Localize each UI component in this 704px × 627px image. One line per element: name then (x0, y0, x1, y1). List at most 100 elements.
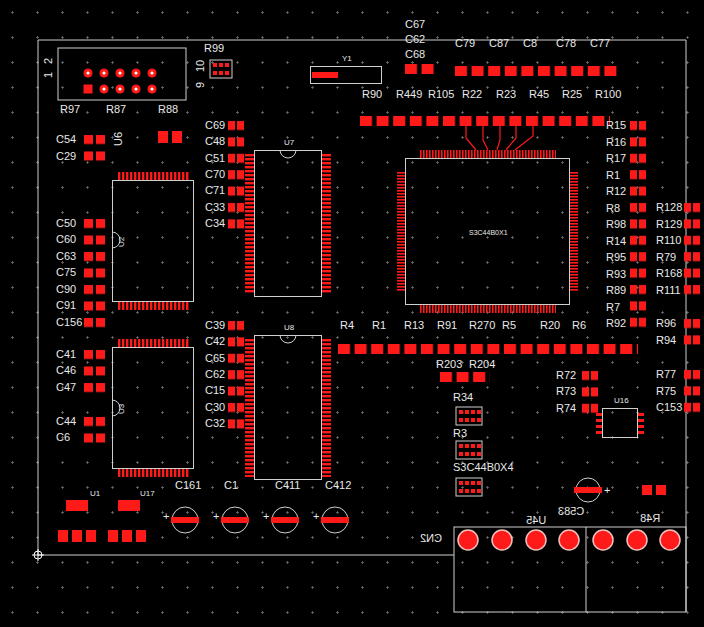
silkscreen-label: C47 (56, 381, 76, 394)
silkscreen-label: C68 (405, 48, 425, 61)
silkscreen-label: C39 (205, 319, 225, 332)
silkscreen-label: R16 (606, 136, 626, 149)
silkscreen-label: CN2 (420, 532, 442, 545)
silkscreen-label: C75 (56, 266, 76, 279)
ic-outline: U16 (602, 408, 638, 438)
silkscreen-label: U6 (112, 132, 125, 146)
silkscreen-label: + (604, 484, 610, 497)
silkscreen-label: C30 (205, 401, 225, 414)
silkscreen-label: R128 (656, 201, 682, 214)
electrolytic-capacitors (171, 478, 602, 533)
ic-designator: U8 (284, 323, 294, 332)
silkscreen-label: C50 (56, 217, 76, 230)
silkscreen-label: R100 (595, 88, 621, 101)
ic-outline: U8 (254, 335, 322, 480)
silkscreen-label: R48 (640, 512, 660, 525)
silkscreen-label: R204 (469, 358, 495, 371)
silkscreen-label: R72 (556, 369, 576, 382)
silkscreen-label: C51 (205, 152, 225, 165)
silkscreen-label: C32 (205, 417, 225, 430)
ic-designator: U3 (117, 404, 126, 414)
silkscreen-label: + (313, 510, 319, 523)
silkscreen-label: + (163, 510, 169, 523)
silkscreen-label: R7 (606, 301, 620, 314)
silkscreen-label: C62 (205, 368, 225, 381)
silkscreen-label: R98 (606, 218, 626, 231)
silkscreen-label: 2 (42, 58, 55, 64)
silkscreen-label: C153 (656, 401, 682, 414)
silkscreen-label: C70 (205, 168, 225, 181)
silkscreen-label: R4 (340, 319, 354, 332)
ic-outline: U3 (112, 347, 194, 469)
silkscreen-label: C77 (590, 37, 610, 50)
silkscreen-label: R20 (540, 319, 560, 332)
ic-designator: U2 (117, 237, 126, 247)
silkscreen-label: R77 (656, 368, 676, 381)
ic-pins (112, 72, 644, 477)
silkscreen-label: R23 (496, 88, 516, 101)
silkscreen-label: C15 (205, 384, 225, 397)
ic-designator: Y1 (342, 54, 352, 63)
silkscreen-label: C156 (56, 316, 82, 329)
silkscreen-label: R25 (562, 88, 582, 101)
silkscreen-label: C29 (56, 150, 76, 163)
silkscreen-label: U17 (140, 489, 155, 499)
silkscreen-label: R129 (656, 218, 682, 231)
silkscreen-label: C583 (558, 505, 584, 518)
silkscreen-label: R1 (372, 319, 386, 332)
silkscreen-label: R45 (529, 88, 549, 101)
ic-designator: U7 (284, 138, 294, 147)
silkscreen-label: C412 (325, 479, 351, 492)
silkscreen-label: C161 (175, 479, 201, 492)
silkscreen-label: 9 (194, 82, 207, 88)
silkscreen-label: R449 (396, 88, 422, 101)
resistor-arrays (210, 60, 482, 496)
silkscreen-label: C65 (205, 352, 225, 365)
silkscreen-label: C48 (205, 135, 225, 148)
silkscreen-label: 10 (194, 60, 207, 72)
header-connector (58, 48, 186, 100)
silkscreen-label: C411 (275, 479, 300, 492)
ic-designator: U16 (614, 396, 629, 405)
silkscreen-label: C63 (56, 250, 76, 263)
silkscreen-label: R93 (606, 268, 626, 281)
silkscreen-label: R5 (502, 319, 516, 332)
ic-outline: Y1 (310, 66, 382, 84)
silkscreen-label: R90 (362, 88, 382, 101)
silkscreen-label: R92 (606, 317, 626, 330)
silkscreen-label: R168 (656, 267, 682, 280)
silkscreen-label: R91 (437, 319, 457, 332)
silkscreen-label: R34 (453, 391, 473, 404)
silkscreen-label: C8 (523, 37, 537, 50)
silkscreen-label: + (263, 510, 269, 523)
silkscreen-label: R22 (462, 88, 482, 101)
silkscreen-label: 1 (42, 72, 55, 78)
silkscreen-label: R110 (656, 234, 681, 247)
silkscreen-label: C90 (56, 283, 76, 296)
silkscreen-label: R105 (428, 88, 454, 101)
silkscreen-label: C46 (56, 364, 76, 377)
silkscreen-label: + (213, 510, 219, 523)
silkscreen-label: R94 (656, 334, 676, 347)
silkscreen-label: C44 (56, 415, 76, 428)
silkscreen-label: C87 (489, 37, 509, 50)
silkscreen-label: C33 (205, 201, 225, 214)
silkscreen-label: R8 (606, 202, 620, 215)
silkscreen-label: R1 (606, 169, 620, 182)
silkscreen-label: C71 (205, 184, 225, 197)
silkscreen-label: U45 (526, 514, 546, 527)
board-outline (32, 40, 686, 612)
silkscreen-label: R6 (572, 319, 586, 332)
silkscreen-label: R12 (606, 185, 626, 198)
silkscreen-label: C79 (455, 37, 475, 50)
silkscreen-label: C1 (224, 479, 238, 492)
traces (466, 126, 533, 150)
silkscreen-label: C42 (205, 335, 225, 348)
silkscreen-label: C34 (205, 217, 225, 230)
ic-outline: U7 (254, 150, 322, 297)
silkscreen-label: R75 (656, 385, 676, 398)
silkscreen-label: C78 (556, 37, 576, 50)
silkscreen-label: R87 (106, 103, 126, 116)
silkscreen-label: R88 (158, 103, 178, 116)
silkscreen-label: R15 (606, 119, 626, 132)
